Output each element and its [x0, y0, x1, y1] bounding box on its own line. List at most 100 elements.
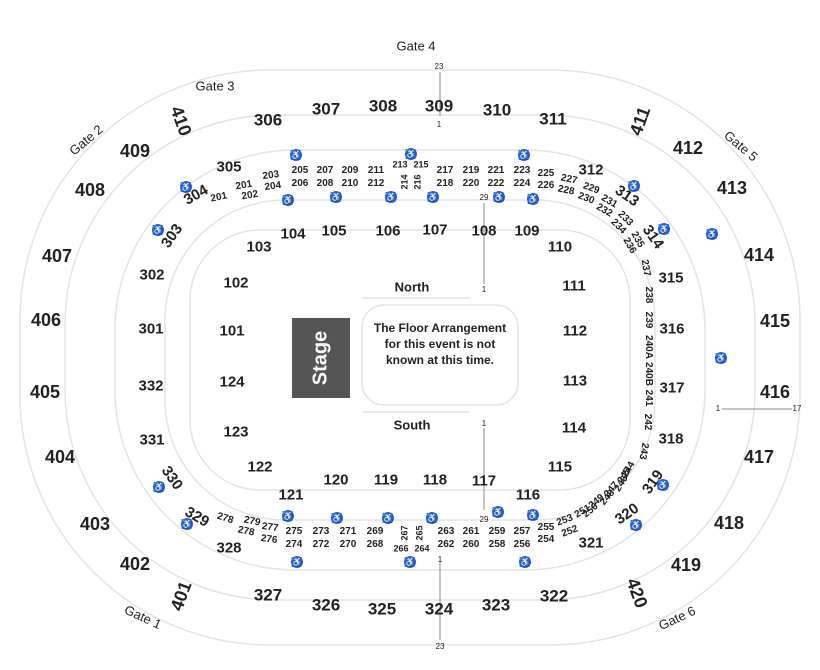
section-111[interactable]: 111 — [562, 277, 586, 295]
section-332[interactable]: 332 — [138, 377, 164, 395]
section-306[interactable]: 306 — [253, 110, 283, 130]
section-271[interactable]: 271 — [339, 526, 357, 537]
section-278[interactable]: 278 — [215, 510, 235, 527]
section-221[interactable]: 221 — [487, 165, 505, 176]
section-220[interactable]: 220 — [462, 178, 480, 189]
section-266[interactable]: 266 — [393, 543, 409, 554]
section-124[interactable]: 124 — [219, 373, 245, 391]
section-325[interactable]: 325 — [367, 599, 397, 619]
section-258[interactable]: 258 — [488, 539, 506, 550]
section-315[interactable]: 315 — [658, 269, 684, 287]
section-201[interactable]: 201 — [209, 190, 229, 205]
section-113[interactable]: 113 — [562, 372, 588, 390]
section-277[interactable]: 277 — [261, 520, 280, 535]
section-316[interactable]: 316 — [659, 320, 685, 338]
section-206[interactable]: 206 — [291, 178, 309, 189]
section-310[interactable]: 310 — [482, 100, 512, 120]
section-219[interactable]: 219 — [462, 165, 480, 176]
section-419[interactable]: 419 — [670, 555, 702, 575]
section-276[interactable]: 276 — [260, 532, 279, 547]
section-403[interactable]: 403 — [79, 514, 111, 534]
section-414[interactable]: 414 — [743, 245, 775, 265]
section-323[interactable]: 323 — [481, 595, 511, 615]
section-254[interactable]: 254 — [537, 534, 555, 545]
section-106[interactable]: 106 — [375, 222, 401, 240]
section-225[interactable]: 225 — [537, 168, 555, 179]
section-274[interactable]: 274 — [285, 539, 303, 550]
section-255[interactable]: 255 — [537, 522, 555, 533]
section-240A[interactable]: 240A — [643, 335, 654, 359]
section-211[interactable]: 211 — [367, 165, 385, 176]
section-216[interactable]: 216 — [412, 174, 423, 190]
section-120[interactable]: 120 — [323, 471, 349, 489]
section-272[interactable]: 272 — [312, 539, 330, 550]
section-265[interactable]: 265 — [414, 525, 425, 541]
section-212[interactable]: 212 — [367, 178, 385, 189]
section-259[interactable]: 259 — [488, 526, 506, 537]
section-101[interactable]: 101 — [219, 322, 245, 340]
section-107[interactable]: 107 — [422, 221, 448, 239]
section-205[interactable]: 205 — [291, 165, 309, 176]
section-110[interactable]: 110 — [547, 238, 573, 256]
section-301[interactable]: 301 — [138, 320, 164, 338]
section-412[interactable]: 412 — [672, 138, 704, 158]
section-257[interactable]: 257 — [513, 526, 531, 537]
section-214[interactable]: 214 — [399, 174, 410, 190]
section-102[interactable]: 102 — [223, 274, 249, 292]
section-208[interactable]: 208 — [316, 178, 334, 189]
section-238[interactable]: 238 — [643, 286, 654, 304]
section-217[interactable]: 217 — [436, 165, 454, 176]
section-239[interactable]: 239 — [643, 311, 654, 329]
section-224[interactable]: 224 — [513, 178, 531, 189]
section-309[interactable]: 309 — [424, 96, 454, 116]
section-122[interactable]: 122 — [247, 458, 273, 476]
section-121[interactable]: 121 — [278, 486, 304, 504]
section-417[interactable]: 417 — [743, 447, 775, 467]
section-241[interactable]: 241 — [643, 389, 654, 407]
section-326[interactable]: 326 — [311, 595, 341, 615]
section-331[interactable]: 331 — [139, 431, 165, 449]
section-318[interactable]: 318 — [658, 430, 684, 448]
section-260[interactable]: 260 — [462, 539, 480, 550]
section-115[interactable]: 115 — [547, 458, 573, 476]
section-411[interactable]: 411 — [625, 103, 655, 139]
section-267[interactable]: 267 — [399, 525, 410, 541]
section-242[interactable]: 242 — [642, 413, 653, 431]
section-108[interactable]: 108 — [471, 222, 497, 240]
section-410[interactable]: 410 — [166, 103, 196, 139]
section-222[interactable]: 222 — [487, 178, 505, 189]
section-118[interactable]: 118 — [422, 471, 448, 489]
section-218[interactable]: 218 — [436, 178, 454, 189]
section-123[interactable]: 123 — [223, 423, 249, 441]
section-240B[interactable]: 240B — [643, 362, 654, 386]
section-321[interactable]: 321 — [578, 534, 604, 552]
section-117[interactable]: 117 — [471, 472, 497, 490]
section-408[interactable]: 408 — [74, 180, 106, 200]
section-213[interactable]: 213 — [392, 159, 408, 170]
section-415[interactable]: 415 — [759, 311, 791, 331]
section-263[interactable]: 263 — [437, 526, 455, 537]
section-275[interactable]: 275 — [285, 526, 303, 537]
section-322[interactable]: 322 — [539, 586, 569, 606]
section-312[interactable]: 312 — [578, 161, 604, 179]
section-114[interactable]: 114 — [561, 419, 587, 437]
section-307[interactable]: 307 — [311, 99, 341, 119]
section-402[interactable]: 402 — [119, 554, 151, 574]
section-418[interactable]: 418 — [713, 513, 745, 533]
section-119[interactable]: 119 — [373, 471, 399, 489]
section-416[interactable]: 416 — [759, 382, 791, 402]
section-406[interactable]: 406 — [30, 310, 62, 330]
section-401[interactable]: 401 — [166, 578, 196, 614]
section-413[interactable]: 413 — [716, 178, 748, 198]
section-273[interactable]: 273 — [312, 526, 330, 537]
section-302[interactable]: 302 — [139, 266, 165, 284]
section-105[interactable]: 105 — [321, 222, 347, 240]
section-109[interactable]: 109 — [514, 222, 540, 240]
section-204[interactable]: 204 — [263, 179, 282, 194]
section-327[interactable]: 327 — [253, 585, 283, 605]
section-237[interactable]: 237 — [638, 258, 653, 278]
section-226[interactable]: 226 — [537, 180, 555, 191]
section-409[interactable]: 409 — [119, 141, 151, 161]
section-202[interactable]: 202 — [240, 188, 260, 203]
section-324[interactable]: 324 — [424, 599, 454, 619]
